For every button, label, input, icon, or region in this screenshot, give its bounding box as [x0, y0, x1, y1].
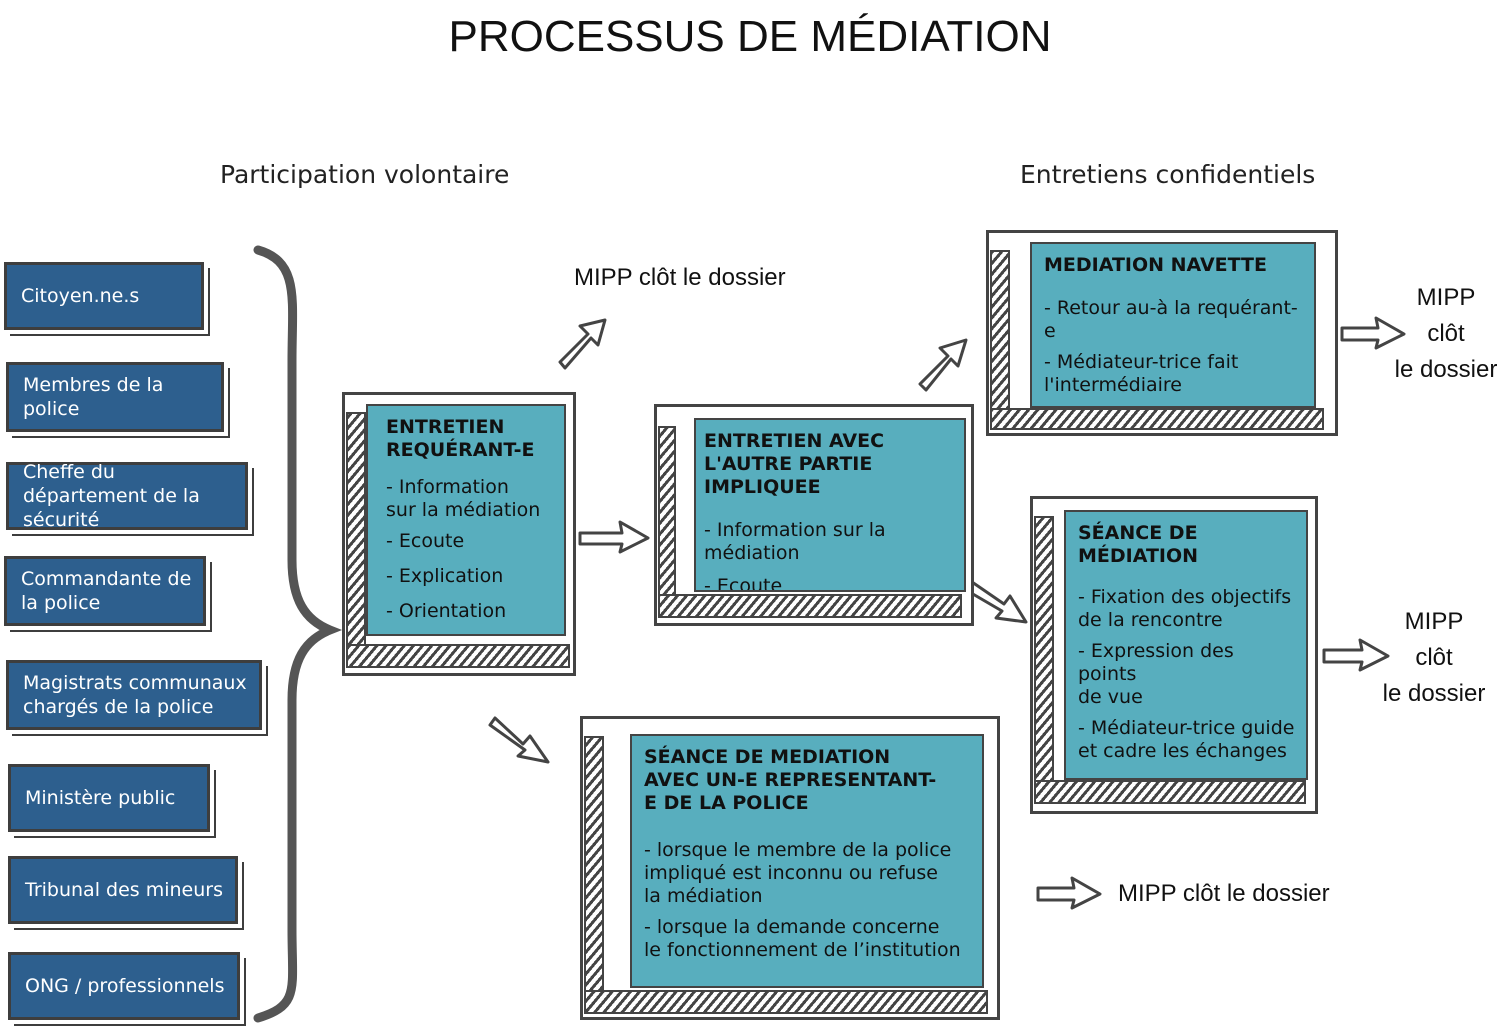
arrow-right-navette [1340, 316, 1406, 350]
box-content: MEDIATION NAVETTE - Retour au-à la requé… [1030, 242, 1316, 408]
page-title: PROCESSUS DE MÉDIATION [448, 12, 1052, 61]
box-entretien-autre-partie: ENTRETIEN AVEC L'AUTRE PARTIE IMPLIQUEE … [654, 404, 974, 626]
box-content: ENTRETIEN AVEC L'AUTRE PARTIE IMPLIQUEE … [694, 418, 966, 592]
box-seance-mediation: SÉANCE DE MÉDIATION - Fixation des objec… [1030, 496, 1318, 814]
arrow-down-seance [964, 580, 1028, 624]
box-hatch [658, 594, 962, 618]
source-label: Tribunal des mineurs [25, 879, 223, 901]
outcome-line: MIPP [1404, 608, 1464, 635]
outcome-seance: MIPP clôt le dossier [1376, 604, 1492, 712]
box-mediation-navette: MEDIATION NAVETTE - Retour au-à la requé… [986, 230, 1338, 436]
box-title: SÉANCE DE MEDIATION AVEC UN-E REPRESENTA… [644, 746, 937, 814]
arrow-right-representant [1036, 876, 1102, 910]
source-label: Ministère public [25, 787, 176, 809]
box-item: - Ecoute [386, 530, 465, 552]
outcome-representant: MIPP clôt le dossier [1118, 880, 1330, 907]
box-hatch [990, 408, 1324, 430]
source-label: ONG / professionnels [25, 975, 225, 997]
box-entretien-requerant: ENTRETIEN REQUÉRANT-E - Information sur … [342, 392, 576, 676]
source-cheffe-departement: Cheffe du département de la sécurité [6, 461, 248, 531]
outcome-top: MIPP clôt le dossier [574, 264, 786, 291]
box-content: SÉANCE DE MÉDIATION - Fixation des objec… [1064, 510, 1308, 780]
box-item: - Fixation des objectifs de la rencontre [1078, 586, 1292, 631]
box-item: - Médiateur-trice guide et cadre les éch… [1078, 717, 1295, 762]
box-item: - Explication [386, 565, 504, 587]
arrow-right-seance [1322, 638, 1390, 672]
source-label: Cheffe du département de la sécurité [23, 461, 200, 531]
box-hatch [1034, 516, 1054, 790]
box-item: - Médiateur-trice fait l'intermédiaire [1044, 351, 1239, 396]
box-item: - Orientation [386, 600, 507, 622]
curly-brace [253, 245, 343, 1023]
box-hatch [346, 412, 366, 648]
source-tribunal-mineurs: Tribunal des mineurs [8, 856, 238, 924]
box-title: ENTRETIEN AVEC L'AUTRE PARTIE IMPLIQUEE [704, 430, 885, 498]
box-hatch [584, 990, 988, 1014]
outcome-line: le dossier [1394, 356, 1498, 383]
outcome-navette: MIPP clôt le dossier [1390, 280, 1500, 388]
box-content: SÉANCE DE MEDIATION AVEC UN-E REPRESENTA… [630, 734, 984, 988]
box-title: SÉANCE DE MÉDIATION [1078, 522, 1199, 567]
source-commandante-police: Commandante de la police [4, 556, 206, 626]
source-magistrats-communaux: Magistrats communaux chargés de la polic… [6, 660, 262, 730]
arrow-up-navette [918, 338, 968, 392]
box-item: - lorsque la demande concerne le fonctio… [644, 916, 961, 961]
box-item: - Retour au-à la requérant-e [1044, 297, 1298, 342]
outcome-line: clôt [1415, 644, 1453, 671]
box-seance-representant: SÉANCE DE MEDIATION AVEC UN-E REPRESENTA… [580, 716, 1000, 1020]
box-content: ENTRETIEN REQUÉRANT-E - Information sur … [366, 404, 566, 636]
box-hatch [990, 250, 1010, 418]
source-citoyens: Citoyen.ne.s [4, 262, 204, 330]
box-hatch [1034, 780, 1306, 804]
box-item: - Information sur la médiation [704, 519, 886, 564]
source-label: Commandante de la police [21, 568, 192, 614]
source-label: Magistrats communaux chargés de la polic… [23, 672, 247, 718]
box-item: - Expression des points de vue [1078, 640, 1234, 708]
arrow-right-1 [578, 520, 650, 554]
source-ong-professionnels: ONG / professionnels [8, 952, 240, 1020]
outcome-line: le dossier [1382, 680, 1486, 707]
label-entretiens-confidentiels: Entretiens confidentiels [1020, 160, 1316, 189]
outcome-line: MIPP [1416, 284, 1476, 311]
box-item: - Ecoute [704, 575, 783, 592]
box-title: MEDIATION NAVETTE [1044, 254, 1267, 276]
box-item: - Information sur la médiation [386, 476, 541, 521]
box-hatch [346, 644, 570, 668]
arrow-up-top [558, 318, 607, 370]
box-item: - lorsque le membre de la police impliqu… [644, 839, 952, 907]
label-participation-volontaire: Participation volontaire [220, 160, 510, 189]
source-ministere-public: Ministère public [8, 764, 210, 832]
source-label: Citoyen.ne.s [21, 285, 140, 307]
box-hatch [584, 736, 604, 998]
arrow-down-representant [488, 716, 550, 764]
box-hatch [658, 426, 676, 604]
source-label: Membres de la police [23, 374, 164, 420]
source-membres-police: Membres de la police [6, 362, 224, 432]
outcome-line: clôt [1427, 320, 1465, 347]
box-title: ENTRETIEN REQUÉRANT-E [386, 416, 535, 461]
